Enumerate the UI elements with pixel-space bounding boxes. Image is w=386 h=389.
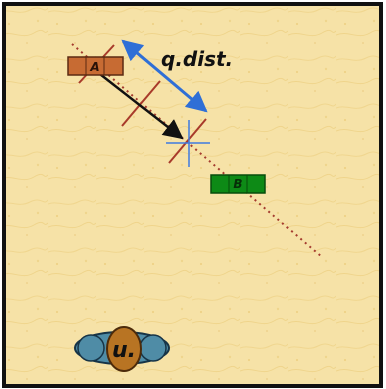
distance-label: q.dist.: [161, 47, 233, 71]
agent-a-block: A: [68, 57, 123, 75]
agent-b-label: B: [233, 177, 242, 191]
user-label: u.: [112, 338, 136, 363]
agent-a-label: A: [89, 60, 99, 74]
agent-b-block: B: [211, 175, 265, 193]
